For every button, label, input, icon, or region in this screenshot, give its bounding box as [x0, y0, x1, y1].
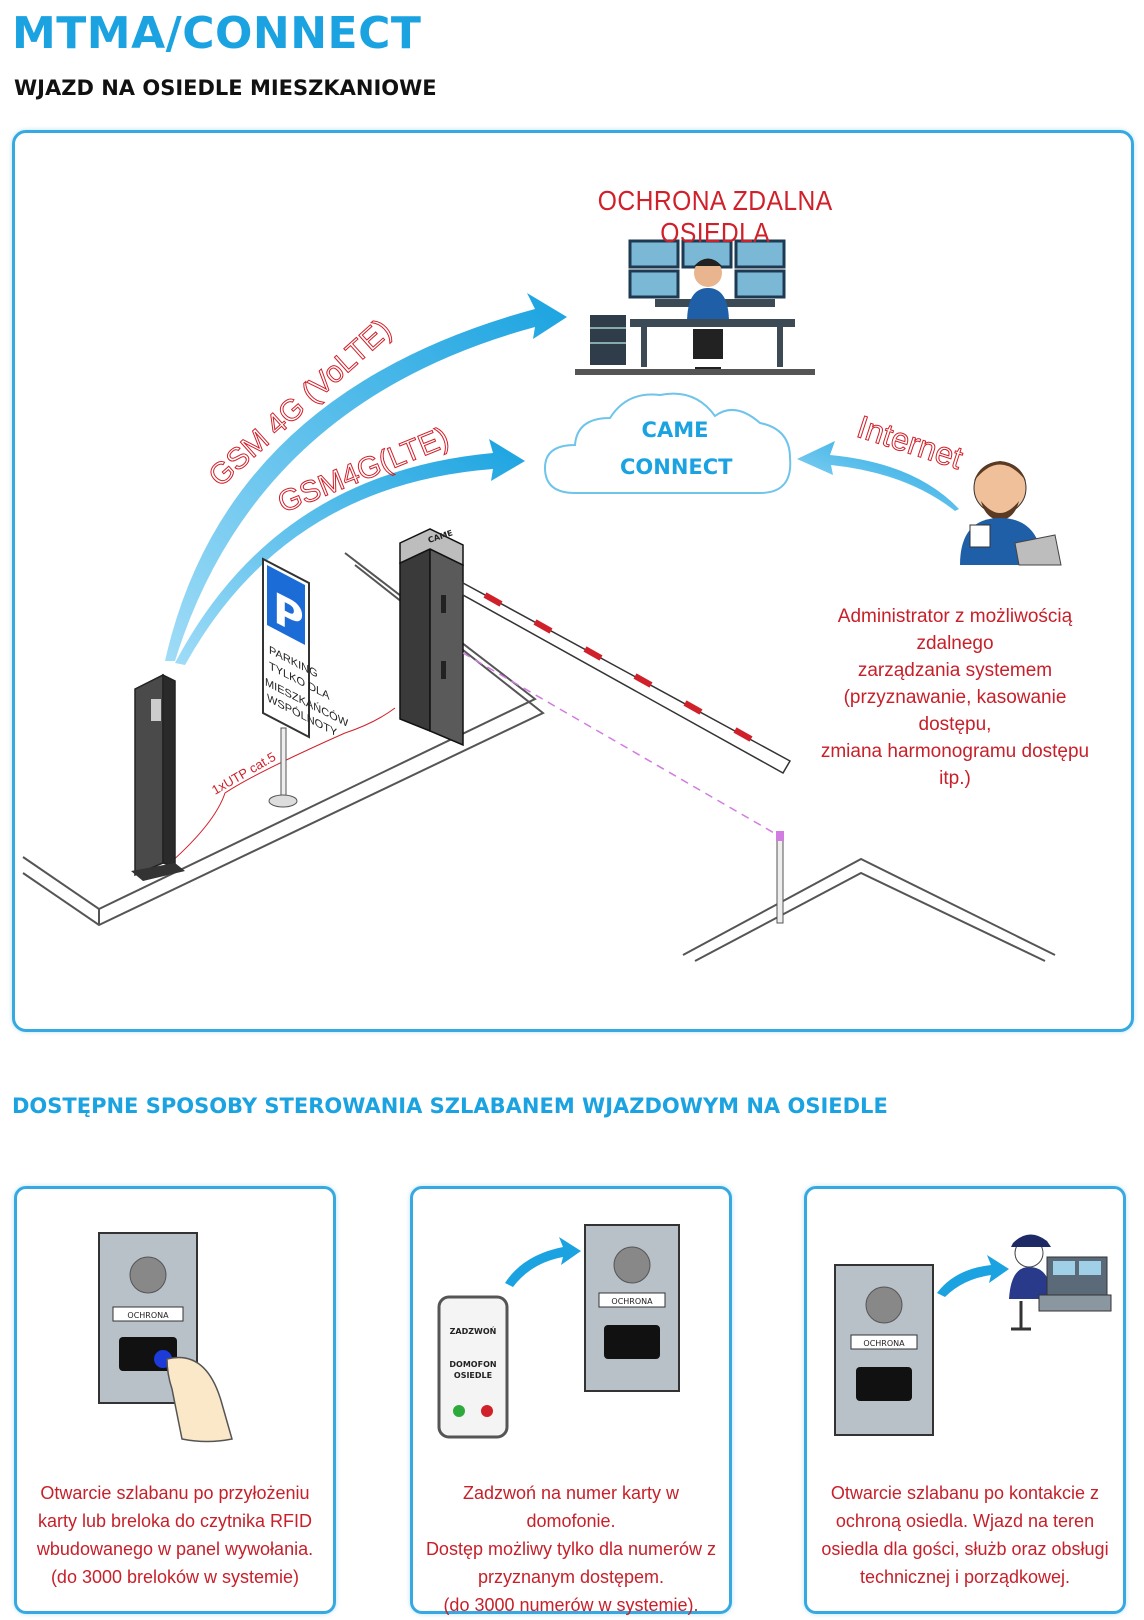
security-guard-icon	[1009, 1234, 1112, 1331]
admin-line-2: zarządzania systemem	[857, 660, 1053, 681]
phone-contact-line2: OSIEDLE	[454, 1371, 492, 1380]
barrier-cabinet: CAME	[399, 528, 464, 747]
rfid-panel-illustration: OCHRONA	[98, 1232, 233, 1443]
accept-call-icon	[453, 1405, 465, 1417]
admin-line-1: Administrator z możliwością zdalnego	[837, 606, 1073, 654]
phone-icon	[437, 1295, 509, 1439]
utp-cable	[169, 707, 396, 864]
method-3-line-3: osiedla dla gości, służb oraz obsługi	[821, 1539, 1109, 1559]
contact-arrow	[937, 1255, 1009, 1297]
intercom-post	[131, 673, 185, 881]
call-arrow	[505, 1237, 581, 1287]
security-operator-icon	[575, 239, 815, 375]
cloud-label-line1: CAME	[641, 418, 709, 442]
guard-contact-illustration: OCHRONA	[834, 1234, 1112, 1436]
method-2-line-4: (do 3000 numerów w systemie).	[443, 1595, 699, 1615]
method-card-rfid: OCHRONA Otwarcie szlabanu po przyłożeniu…	[14, 1186, 336, 1614]
method-3-line-2: ochroną osiedla. Wjazd na teren	[835, 1511, 1095, 1531]
method-card-guard: OCHRONA Otwarcie szlabanu po kontakcie z…	[804, 1186, 1126, 1614]
method-1-text: Otwarcie szlabanu po przyłożeniu karty l…	[25, 1479, 325, 1591]
system-diagram-panel: GSM 4G (VoLTE) GSM4G(LTE) Internet 1xUTP…	[12, 130, 1134, 1032]
administrator-icon	[960, 461, 1062, 566]
lte-arrow	[175, 439, 525, 665]
page-subtitle: WJAZD NA OSIEDLE MIESZKANIOWE	[14, 76, 437, 100]
admin-description: Administrator z możliwością zdalnego zar…	[805, 603, 1105, 792]
method-1-line-3: wbudowanego w panel wywołania.	[36, 1539, 314, 1559]
panel-label-3: OCHRONA	[863, 1339, 905, 1348]
phone-call-illustration: ZADZWOŃ DOMOFON OSIEDLE OCHRONA	[437, 1224, 680, 1439]
photocell-beam	[462, 652, 782, 838]
phone-contact-line1: DOMOFON	[449, 1360, 496, 1369]
photocell-post	[776, 831, 784, 924]
method-3-text: Otwarcie szlabanu po kontakcie z ochroną…	[815, 1479, 1115, 1591]
method-2-line-2: Dostęp możliwy tylko dla numerów z	[425, 1539, 717, 1559]
method-card-phone: ZADZWOŃ DOMOFON OSIEDLE OCHRONA Zadzwoń …	[410, 1186, 732, 1615]
hand-icon	[166, 1356, 233, 1443]
method-1-line-1: Otwarcie szlabanu po przyłożeniu	[40, 1483, 310, 1503]
internet-arrow	[797, 441, 959, 511]
reject-call-icon	[481, 1405, 493, 1417]
methods-heading: DOSTĘPNE SPOSOBY STEROWANIA SZLABANEM WJ…	[12, 1094, 888, 1118]
method-3-line-1: Otwarcie szlabanu po kontakcie z	[830, 1483, 1100, 1503]
method-1-line-2: karty lub breloka do czytnika RFID	[37, 1511, 313, 1531]
method-3-line-4: technicznej i porządkowej.	[859, 1567, 1071, 1587]
method-1-line-4: (do 3000 breloków w systemie)	[50, 1567, 300, 1587]
cloud-label-line2: CONNECT	[620, 455, 733, 479]
parking-sign: P PARKING TYLKO DLA MIESZKAŃCÓW WSPÓLNOT…	[262, 557, 348, 808]
method-2-line-3: przyznanym dostępem.	[477, 1567, 665, 1587]
method-2-text: Zadzwoń na numer karty w domofonie. Dost…	[421, 1479, 721, 1619]
phone-call-text: ZADZWOŃ	[450, 1325, 497, 1336]
panel-label-1: OCHRONA	[127, 1311, 169, 1320]
remote-security-label: OCHRONA ZDALNA OSIEDLA	[597, 185, 833, 248]
cable-label: 1xUTP cat.5	[209, 749, 278, 798]
admin-line-4: zmiana harmonogramu dostępu itp.)	[820, 741, 1090, 789]
panel-label-2: OCHRONA	[611, 1297, 653, 1306]
page-title: MTMA/CONNECT	[12, 8, 422, 59]
system-diagram: GSM 4G (VoLTE) GSM4G(LTE) Internet 1xUTP…	[22, 239, 1062, 962]
admin-line-3: (przyznawanie, kasowanie dostępu,	[843, 687, 1067, 735]
cloud-icon	[543, 392, 792, 494]
barrier-arm	[462, 581, 792, 775]
method-2-line-1: Zadzwoń na numer karty w domofonie.	[462, 1483, 680, 1531]
